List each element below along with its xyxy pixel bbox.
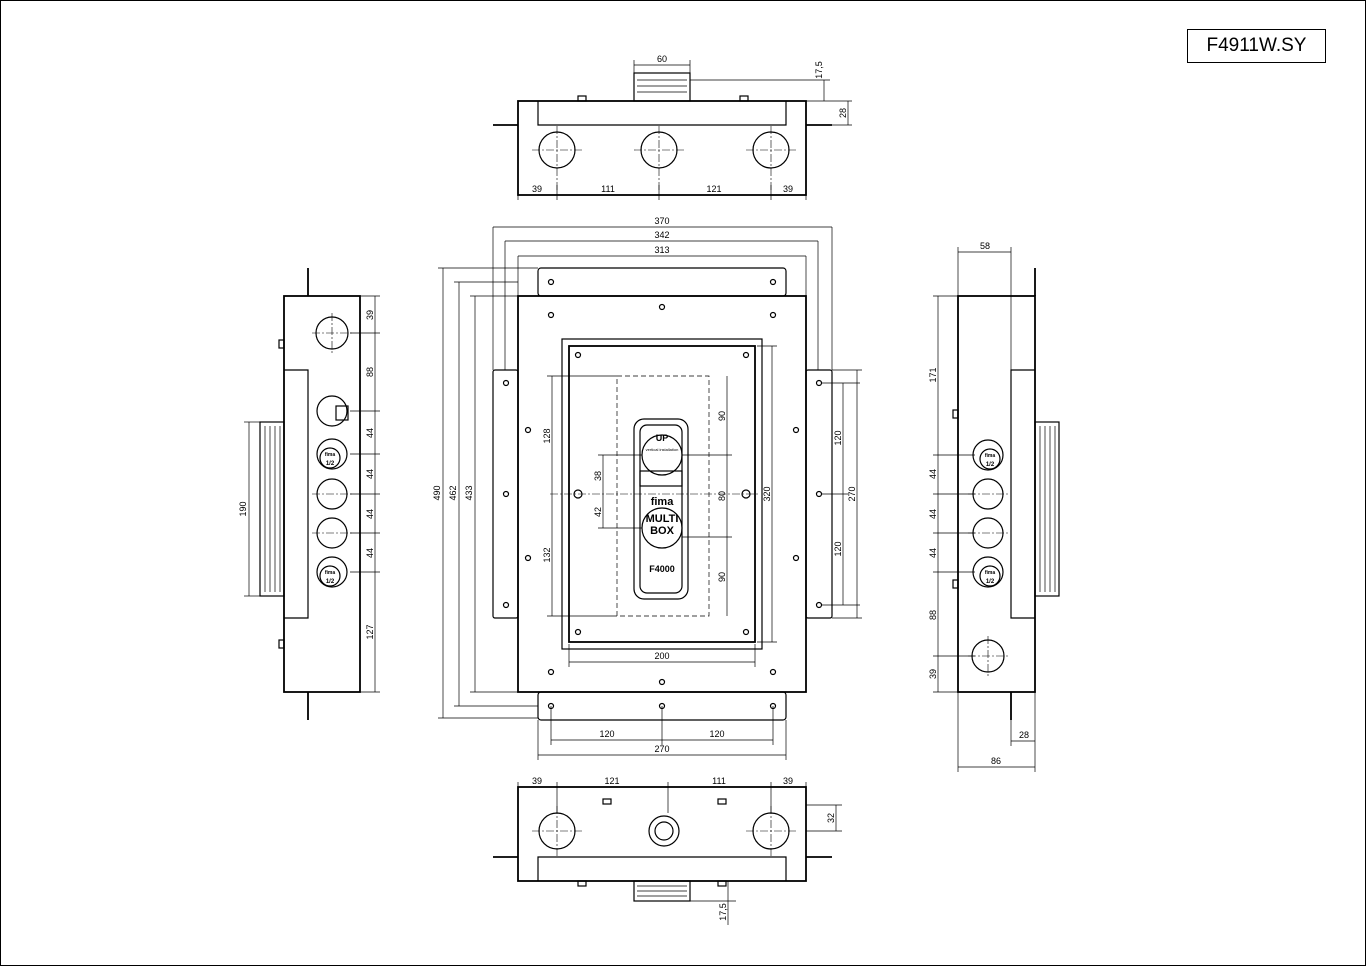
- bottom-view: 39 121 111 39 32 17,5: [493, 776, 842, 925]
- dim-left-44-b: 44: [365, 469, 375, 479]
- right-port2-size: 1/2: [986, 579, 995, 585]
- dim-front-128: 128: [542, 428, 552, 443]
- left-port1-brand: fima: [325, 452, 336, 458]
- dim-bottom-32: 32: [826, 813, 836, 823]
- dim-right-44-b: 44: [928, 509, 938, 519]
- dim-right-44-c: 44: [928, 548, 938, 558]
- dim-left-190: 190: [238, 501, 248, 516]
- label-model-f4000: F4000: [649, 564, 675, 574]
- dim-front-120-lower: 120: [833, 541, 843, 556]
- top-view: 60 17,5 28 39 111 121 39: [493, 54, 852, 200]
- dim-left-44-a: 44: [365, 428, 375, 438]
- right-port2-brand: fima: [985, 570, 996, 576]
- dim-front-90-bottom: 90: [717, 572, 727, 582]
- right-view: fima 1/2 fima 1/2 58 171 44 44 44 88 39: [928, 241, 1060, 772]
- dim-front-42: 42: [593, 507, 603, 517]
- dim-front-433: 433: [464, 485, 474, 500]
- dim-front-120-right: 120: [709, 729, 724, 739]
- front-view: 370 342 313 490 462 433: [432, 216, 862, 760]
- dim-top-39-left: 39: [532, 184, 542, 194]
- label-up: UP: [656, 433, 669, 443]
- dim-bottom-121: 121: [604, 776, 619, 786]
- dim-bottom-39-right: 39: [783, 776, 793, 786]
- dim-front-342: 342: [654, 230, 669, 240]
- dim-top-39-right: 39: [783, 184, 793, 194]
- dim-bottom-111: 111: [712, 776, 726, 786]
- left-view: fima 1/2 fima 1/2 39 88 44 44 44 44 127 …: [238, 268, 380, 720]
- label-vertical-installation: vertical installation: [646, 447, 679, 452]
- dim-front-90-top: 90: [717, 411, 727, 421]
- dim-front-270-horizontal: 270: [654, 744, 669, 754]
- dim-front-38: 38: [593, 471, 603, 481]
- dim-front-120-upper: 120: [833, 430, 843, 445]
- dim-front-320: 320: [762, 486, 772, 501]
- dim-top-121: 121: [706, 184, 721, 194]
- dim-front-80: 80: [717, 491, 727, 501]
- dim-left-44-c: 44: [365, 509, 375, 519]
- left-port2-size: 1/2: [326, 579, 335, 585]
- left-port1-size: 1/2: [326, 461, 335, 467]
- left-port2-brand: fima: [325, 570, 336, 576]
- dim-front-120-left: 120: [599, 729, 614, 739]
- label-multi: MULTI: [646, 513, 679, 525]
- dim-right-44-a: 44: [928, 469, 938, 479]
- dim-bottom-39-left: 39: [532, 776, 542, 786]
- dim-right-86: 86: [991, 756, 1001, 766]
- dim-left-127: 127: [365, 624, 375, 639]
- right-port1-brand: fima: [985, 453, 996, 459]
- label-box: BOX: [650, 525, 675, 537]
- dim-left-88: 88: [365, 367, 375, 377]
- label-fima-brand: fima: [651, 496, 675, 508]
- dim-top-28: 28: [838, 108, 848, 118]
- dim-front-462: 462: [448, 485, 458, 500]
- drawing-title: F4911W.SY: [1187, 29, 1326, 63]
- dim-right-171: 171: [928, 367, 938, 382]
- dim-front-200: 200: [654, 651, 669, 661]
- dim-front-490: 490: [432, 485, 442, 500]
- dim-right-88: 88: [928, 610, 938, 620]
- dim-top-17-5: 17,5: [814, 61, 824, 79]
- right-port1-size: 1/2: [986, 462, 995, 468]
- dim-right-58: 58: [980, 241, 990, 251]
- dim-bottom-17-5: 17,5: [718, 903, 728, 921]
- dim-right-28: 28: [1019, 730, 1029, 740]
- dim-top-60: 60: [657, 54, 667, 64]
- dim-front-132: 132: [542, 547, 552, 562]
- dim-front-313: 313: [654, 245, 669, 255]
- dim-right-39: 39: [928, 669, 938, 679]
- dim-left-39: 39: [365, 310, 375, 320]
- dim-front-270-vertical: 270: [847, 486, 857, 501]
- dim-top-111: 111: [601, 184, 615, 194]
- dim-front-370: 370: [654, 216, 669, 226]
- dim-left-44-d: 44: [365, 548, 375, 558]
